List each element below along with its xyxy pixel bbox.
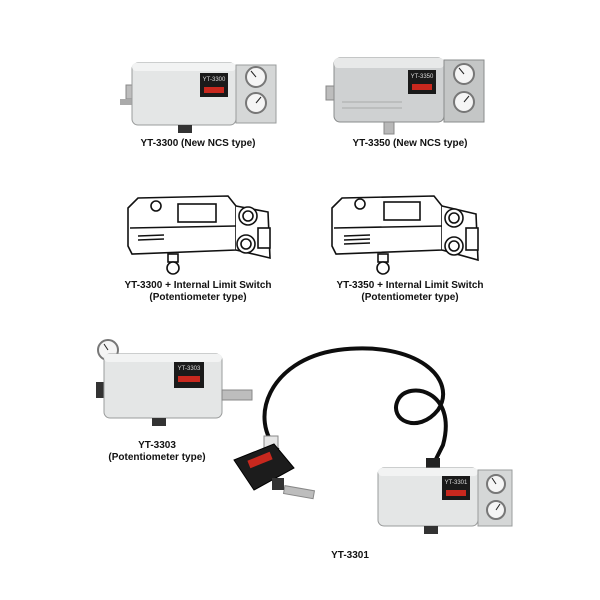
yt-3300-ls-caption: YT-3300 + Internal Limit Switch (Potenti… [88, 280, 308, 304]
yt-3350-ls-caption: YT-3350 + Internal Limit Switch (Potenti… [300, 280, 520, 304]
yt-3301-product-image: YT-3301 [233, 346, 513, 534]
yt-3350-ls-caption-line1: YT-3350 + Internal Limit Switch [336, 280, 484, 291]
yt-3350-ls-caption-line2: (Potentiometer type) [361, 292, 459, 303]
yt-3301-display-label: YT-3301 [445, 480, 468, 486]
yt-3300-caption-line1: YT-3300 (New NCS type) [140, 138, 256, 149]
yt-3303-product-image: YT-3303 [96, 339, 253, 426]
yt-3350-limit-switch-drawing [331, 195, 479, 275]
yt-3350-caption-line1: YT-3350 (New NCS type) [352, 138, 468, 149]
yt-3300-product-image: YT-3300 [120, 62, 277, 133]
yt-3300-ls-caption-line1: YT-3300 + Internal Limit Switch [124, 280, 272, 291]
yt-3350-display-label: YT-3350 [411, 74, 434, 80]
yt-3301-remote-sensor [233, 435, 316, 500]
yt-3300-caption: YT-3300 (New NCS type) [88, 138, 308, 150]
yt-3350-product-image: YT-3350 [325, 57, 485, 135]
yt-3303-caption: YT-3303 (Potentiometer type) [72, 440, 242, 464]
yt-3300-display-label: YT-3300 [203, 77, 226, 83]
yt-3303-caption-line1: YT-3303 [138, 440, 176, 451]
yt-3301-caption: YT-3301 [300, 550, 400, 562]
yt-3303-display-label: YT-3303 [178, 366, 201, 372]
yt-3300-ls-caption-line2: (Potentiometer type) [149, 292, 247, 303]
yt-3301-caption-line1: YT-3301 [331, 550, 369, 561]
yt-3301-cable [262, 346, 448, 466]
yt-3303-caption-line2: (Potentiometer type) [108, 452, 206, 463]
yt-3300-limit-switch-drawing [127, 195, 271, 275]
yt-3350-caption: YT-3350 (New NCS type) [300, 138, 520, 150]
